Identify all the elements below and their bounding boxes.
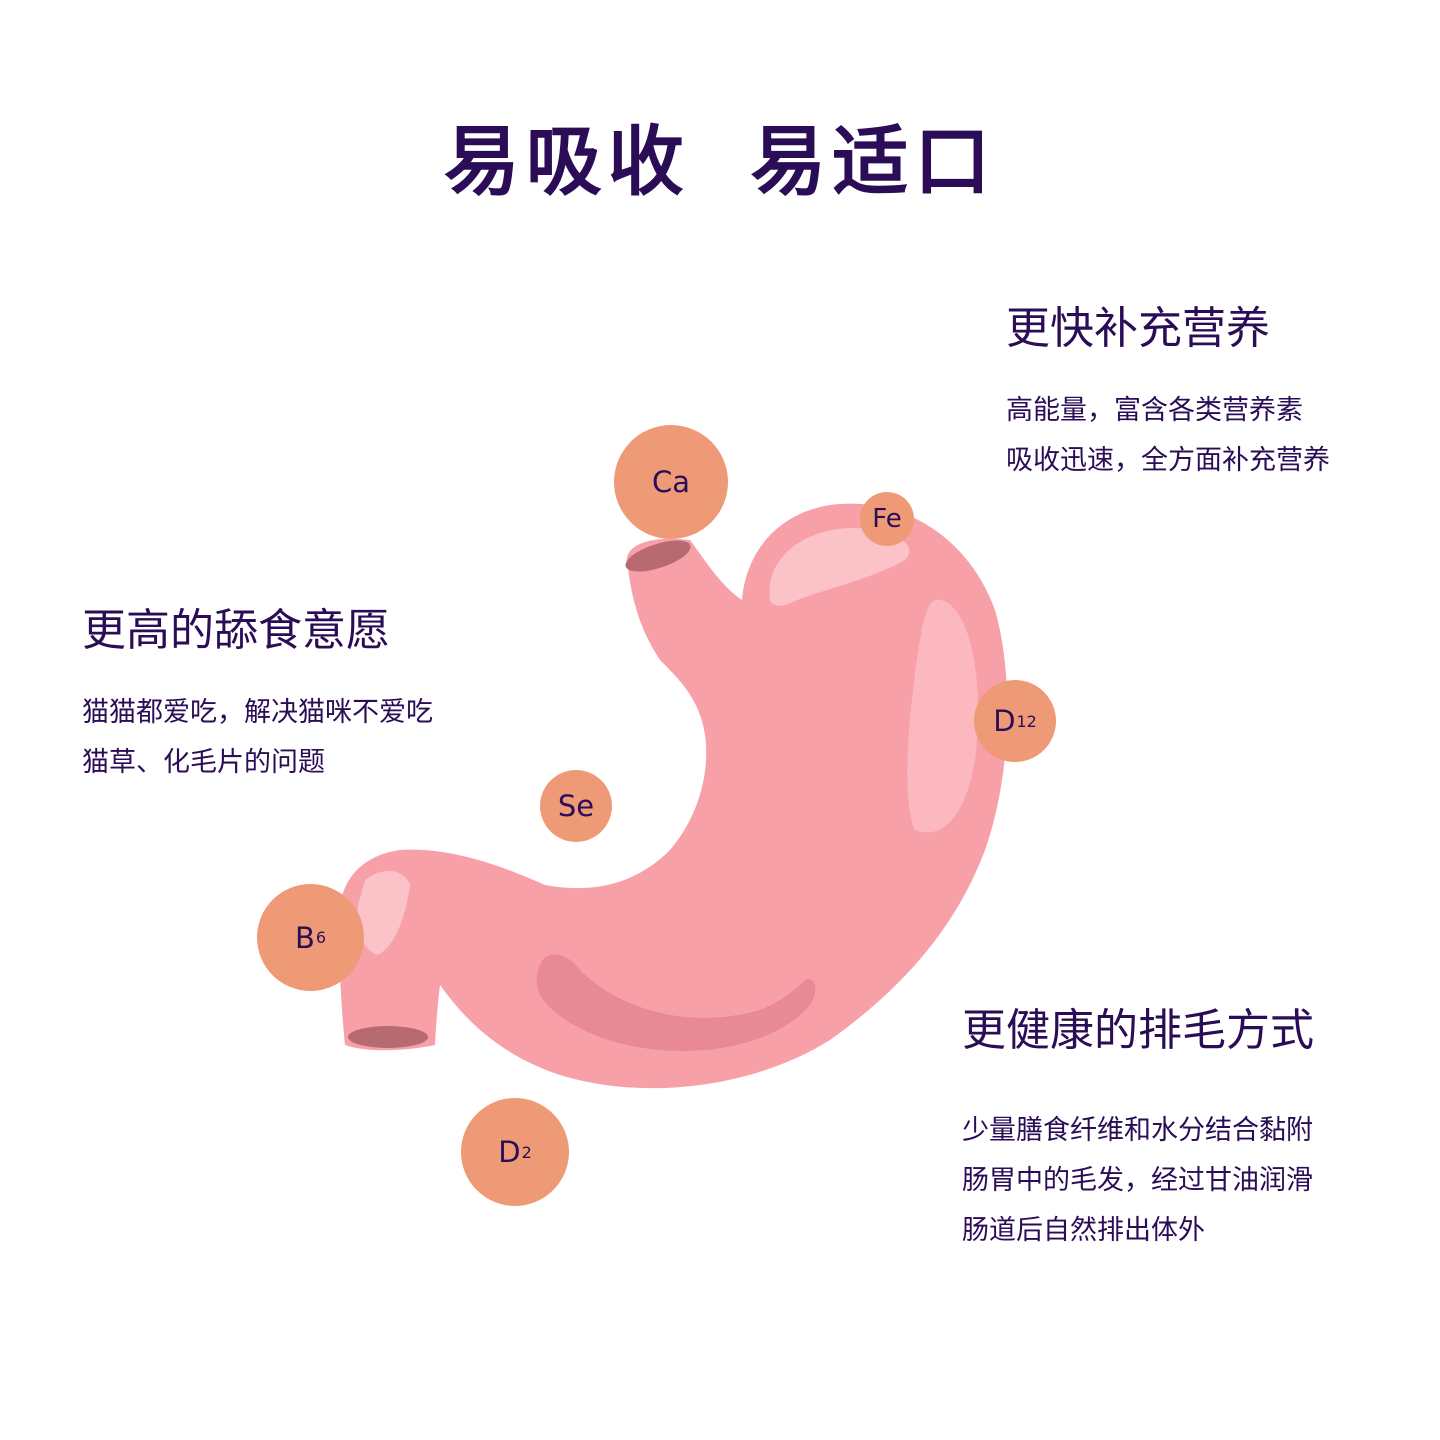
feature-hairball-line: 少量膳食纤维和水分结合黏附 [962, 1115, 1313, 1146]
feature-energy: 更快补充营养 高能量，富含各类营养素 吸收迅速，全方面补充营养 [1006, 292, 1330, 486]
stomach-fold [536, 954, 816, 1051]
stomach-body [339, 503, 1008, 1089]
feature-appetite-line: 猫草、化毛片的问题 [82, 747, 325, 778]
nutrient-subscript: 6 [315, 928, 327, 947]
nutrient-symbol: Se [557, 789, 595, 823]
stomach-highlight [907, 599, 979, 833]
nutrient-ca-badge: Ca [614, 425, 728, 539]
duodenum-opening [348, 1026, 428, 1048]
feature-appetite-line: 猫猫都爱吃，解决猫咪不爱吃 [82, 697, 433, 728]
stomach-highlight [769, 528, 910, 606]
nutrient-symbol: B [294, 920, 315, 955]
nutrient-symbol: D [993, 704, 1016, 738]
page-title: 易吸收 易适口 [443, 117, 997, 206]
esophagus-opening [625, 540, 691, 572]
feature-hairball-line: 肠道后自然排出体外 [962, 1215, 1205, 1246]
feature-appetite: 更高的舔食意愿 猫猫都爱吃，解决猫咪不爱吃 猫草、化毛片的问题 [82, 594, 433, 788]
feature-energy-line: 吸收迅速，全方面补充营养 [1006, 445, 1330, 476]
nutrient-symbol: D [498, 1135, 521, 1169]
feature-energy-heading: 更快补充营养 [1006, 303, 1270, 354]
nutrient-se-badge: Se [540, 770, 612, 842]
nutrient-symbol: Fe [872, 504, 902, 534]
nutrient-symbol: Ca [651, 465, 691, 499]
feature-hairball-heading: 更健康的排毛方式 [962, 1005, 1314, 1056]
nutrient-subscript: 12 [1016, 711, 1037, 731]
feature-energy-line: 高能量，富含各类营养素 [1006, 395, 1303, 426]
feature-hairball: 更健康的排毛方式 少量膳食纤维和水分结合黏附 肠胃中的毛发，经过甘油润滑 肠道后… [962, 994, 1314, 1256]
feature-appetite-heading: 更高的舔食意愿 [82, 605, 390, 656]
nutrient-fe-badge: Fe [860, 492, 914, 546]
feature-hairball-line: 肠胃中的毛发，经过甘油润滑 [962, 1165, 1313, 1196]
stomach-highlight [357, 870, 410, 955]
nutrient-subscript: 2 [521, 1142, 532, 1162]
